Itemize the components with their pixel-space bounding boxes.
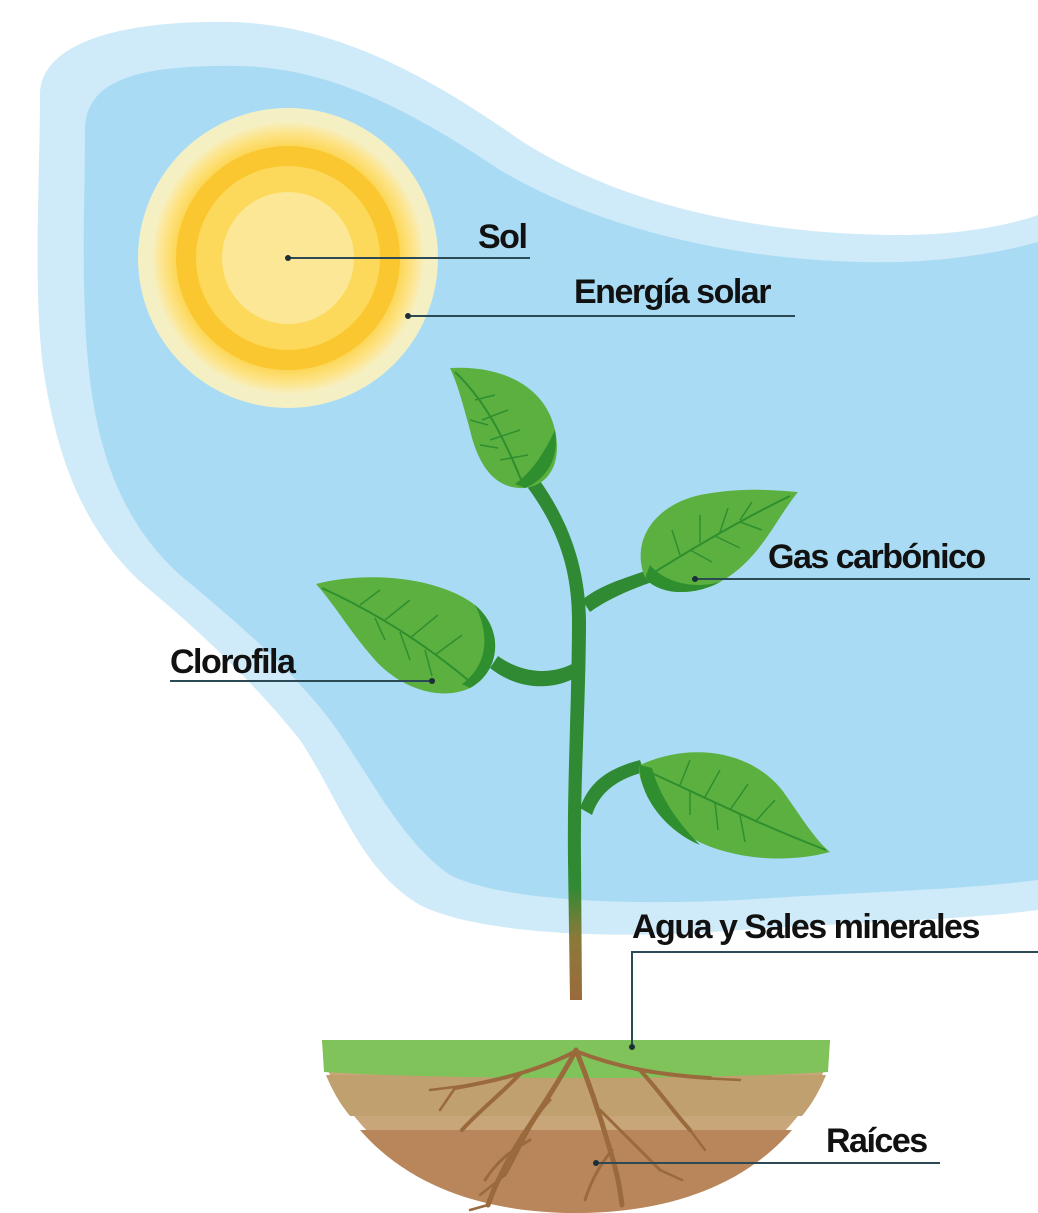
soil-bowl [322, 1040, 830, 1213]
label-chlorophyll: Clorofila [170, 645, 294, 679]
label-carbon-gas: Gas carbónico [768, 540, 985, 574]
label-water-minerals: Agua y Sales minerales [632, 910, 979, 944]
water-leader-line [632, 952, 1038, 1047]
label-sun: Sol [478, 220, 526, 254]
label-solar-energy: Energía solar [574, 275, 770, 309]
label-roots: Raíces [826, 1124, 927, 1158]
